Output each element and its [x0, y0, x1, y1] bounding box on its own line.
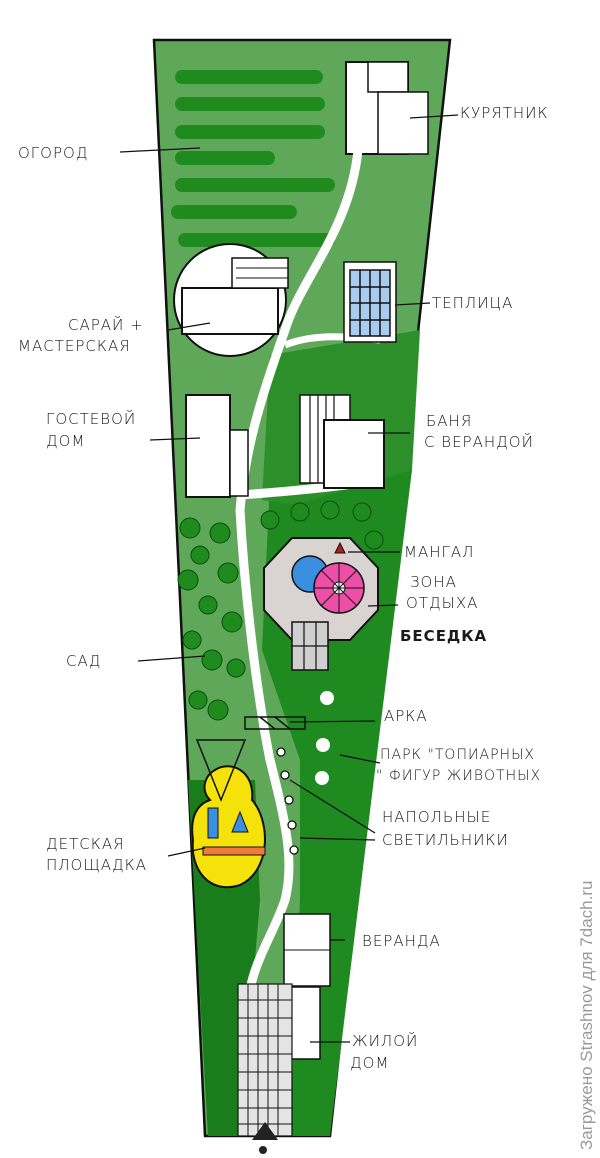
paved-area	[237, 983, 293, 1137]
label-gazebo: БЕСЕДКА	[400, 627, 488, 645]
topiary-figures	[315, 691, 334, 785]
label-playground-line1: ДЕТСКАЯ	[46, 835, 125, 853]
label-veranda: ВЕРАНДА	[362, 932, 441, 950]
bbq-grill	[334, 541, 346, 554]
main-path	[235, 149, 363, 991]
label-bathhouse-line1: БАНЯ	[426, 412, 473, 430]
label-rest-zone-line1: ЗОНА	[410, 573, 457, 591]
label-house-line2: ДОМ	[350, 1054, 390, 1072]
vegetable-beds	[171, 70, 335, 247]
label-chicken-coop: КУРЯТНИК	[460, 104, 549, 122]
label-playground-line2: ПЛОЩАДКА	[46, 856, 148, 874]
shed-workshop	[173, 243, 289, 357]
veranda	[283, 913, 331, 987]
label-shed-line2: МАСТЕРСКАЯ	[18, 337, 131, 355]
label-topiary-line1: ПАРК "ТОПИАРНЫХ	[380, 747, 536, 763]
arch	[244, 716, 306, 730]
rest-zone	[263, 537, 379, 671]
label-topiary-line2: " ФИГУР ЖИВОТНЫХ	[376, 768, 542, 784]
label-house-line1: ЖИЛОЙ	[352, 1032, 419, 1050]
label-guest-house-line1: ГОСТЕВОЙ	[46, 410, 137, 428]
greenhouse	[343, 261, 397, 343]
label-arch: АРКА	[384, 707, 428, 725]
chicken-coop	[345, 61, 429, 155]
leader-lines	[119, 114, 459, 1043]
playground	[191, 739, 266, 889]
label-orchard: САД	[66, 652, 102, 670]
label-shed-line1: САРАЙ +	[68, 316, 144, 334]
label-rest-zone-line2: ОТДЫХА	[406, 594, 479, 612]
floor-lamps	[276, 747, 299, 855]
watermark: Загружено Strashnov для 7dach.ru	[577, 880, 596, 1150]
label-bathhouse-line2: С ВЕРАНДОЙ	[424, 433, 534, 451]
label-guest-house-line2: ДОМ	[46, 432, 86, 450]
orchard-trees	[177, 500, 384, 721]
label-bbq: МАНГАЛ	[404, 543, 475, 561]
guest-house	[185, 394, 249, 498]
label-floor-lamps-line1: НАПОЛЬНЫЕ	[382, 808, 492, 826]
label-floor-lamps-line2: СВЕТИЛЬНИКИ	[382, 831, 509, 849]
label-greenhouse: ТЕПЛИЦА	[432, 294, 514, 312]
entrance-marker-icon	[252, 1122, 278, 1154]
label-vegetable-garden: ОГОРОД	[18, 144, 89, 162]
bathhouse	[299, 394, 385, 489]
